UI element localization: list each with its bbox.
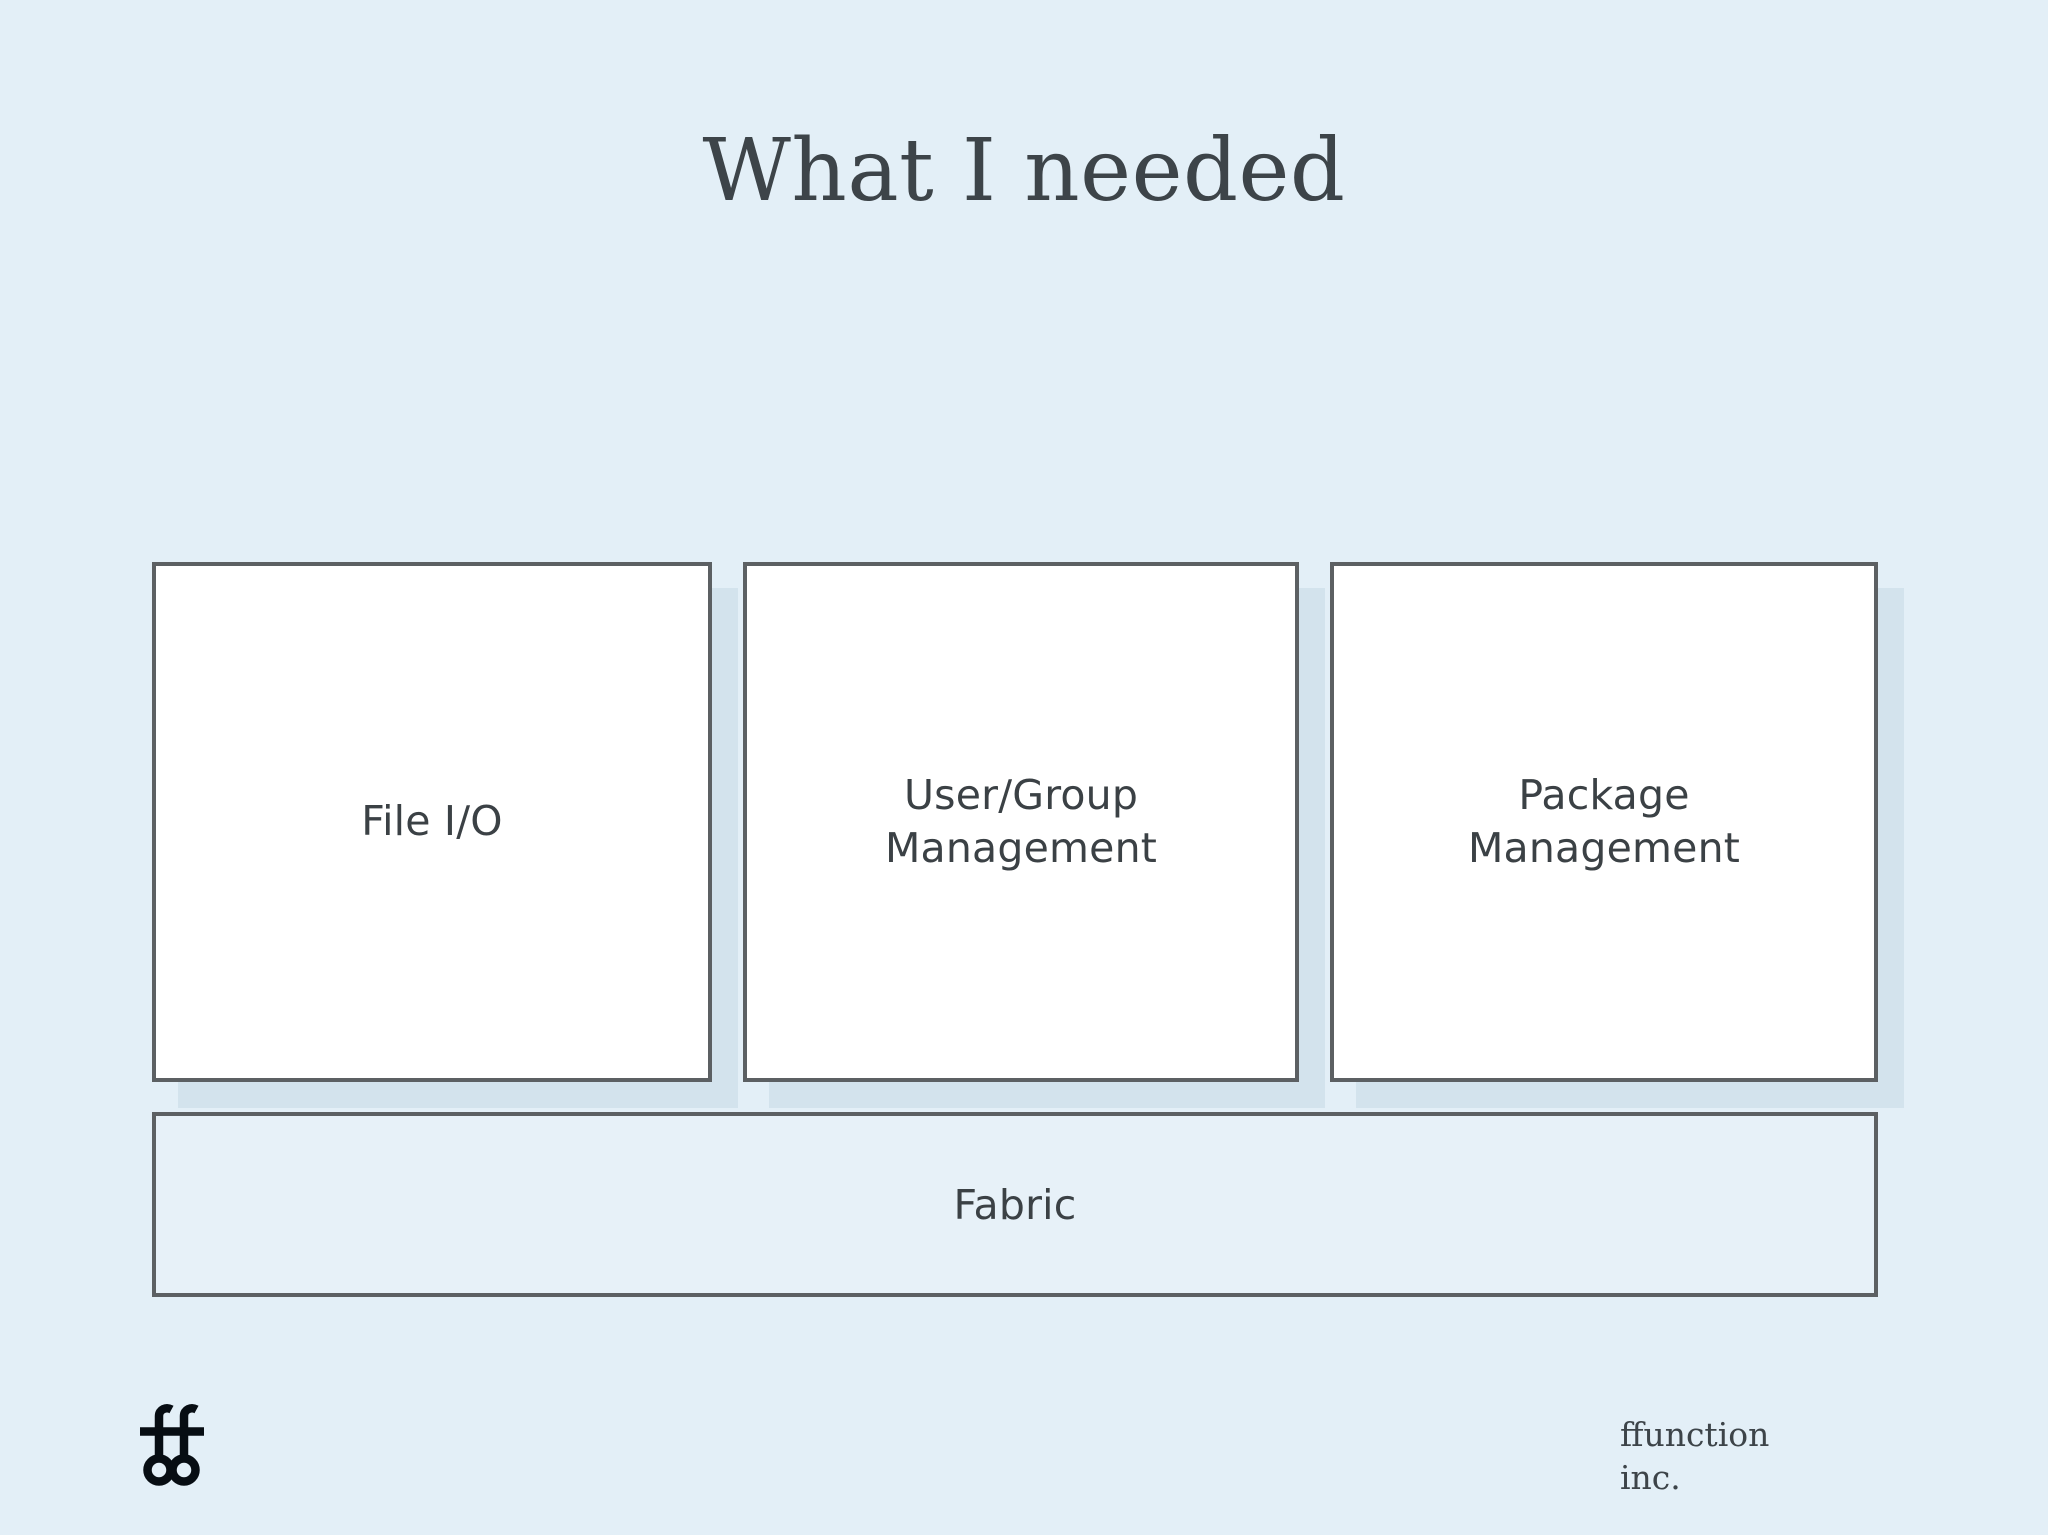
ffunction-logo-icon (128, 1402, 214, 1488)
architecture-diagram: File I/O User/Group Management Package M… (152, 562, 1878, 1297)
wordmark-line-1: ffunction (1620, 1415, 1770, 1454)
component-label: User/Group Management (884, 770, 1158, 872)
component-box-package-management[interactable]: Package Management (1330, 562, 1878, 1082)
component-box-file-io[interactable]: File I/O (152, 562, 712, 1082)
component-box-user-group-management[interactable]: User/Group Management (743, 562, 1299, 1082)
component-label: File I/O (361, 797, 503, 846)
ffunction-logo-glyph (140, 1404, 204, 1486)
footer-wordmark: ffunction inc. (1620, 1414, 1900, 1500)
component-row: File I/O User/Group Management Package M… (152, 562, 1878, 1082)
component-label: Package Management (1467, 770, 1741, 872)
page-title: What I needed (702, 121, 1346, 221)
wordmark-line-2: inc. (1620, 1457, 1681, 1497)
foundation-bar-fabric[interactable]: Fabric (152, 1112, 1878, 1297)
foundation-label: Fabric (953, 1180, 1077, 1229)
